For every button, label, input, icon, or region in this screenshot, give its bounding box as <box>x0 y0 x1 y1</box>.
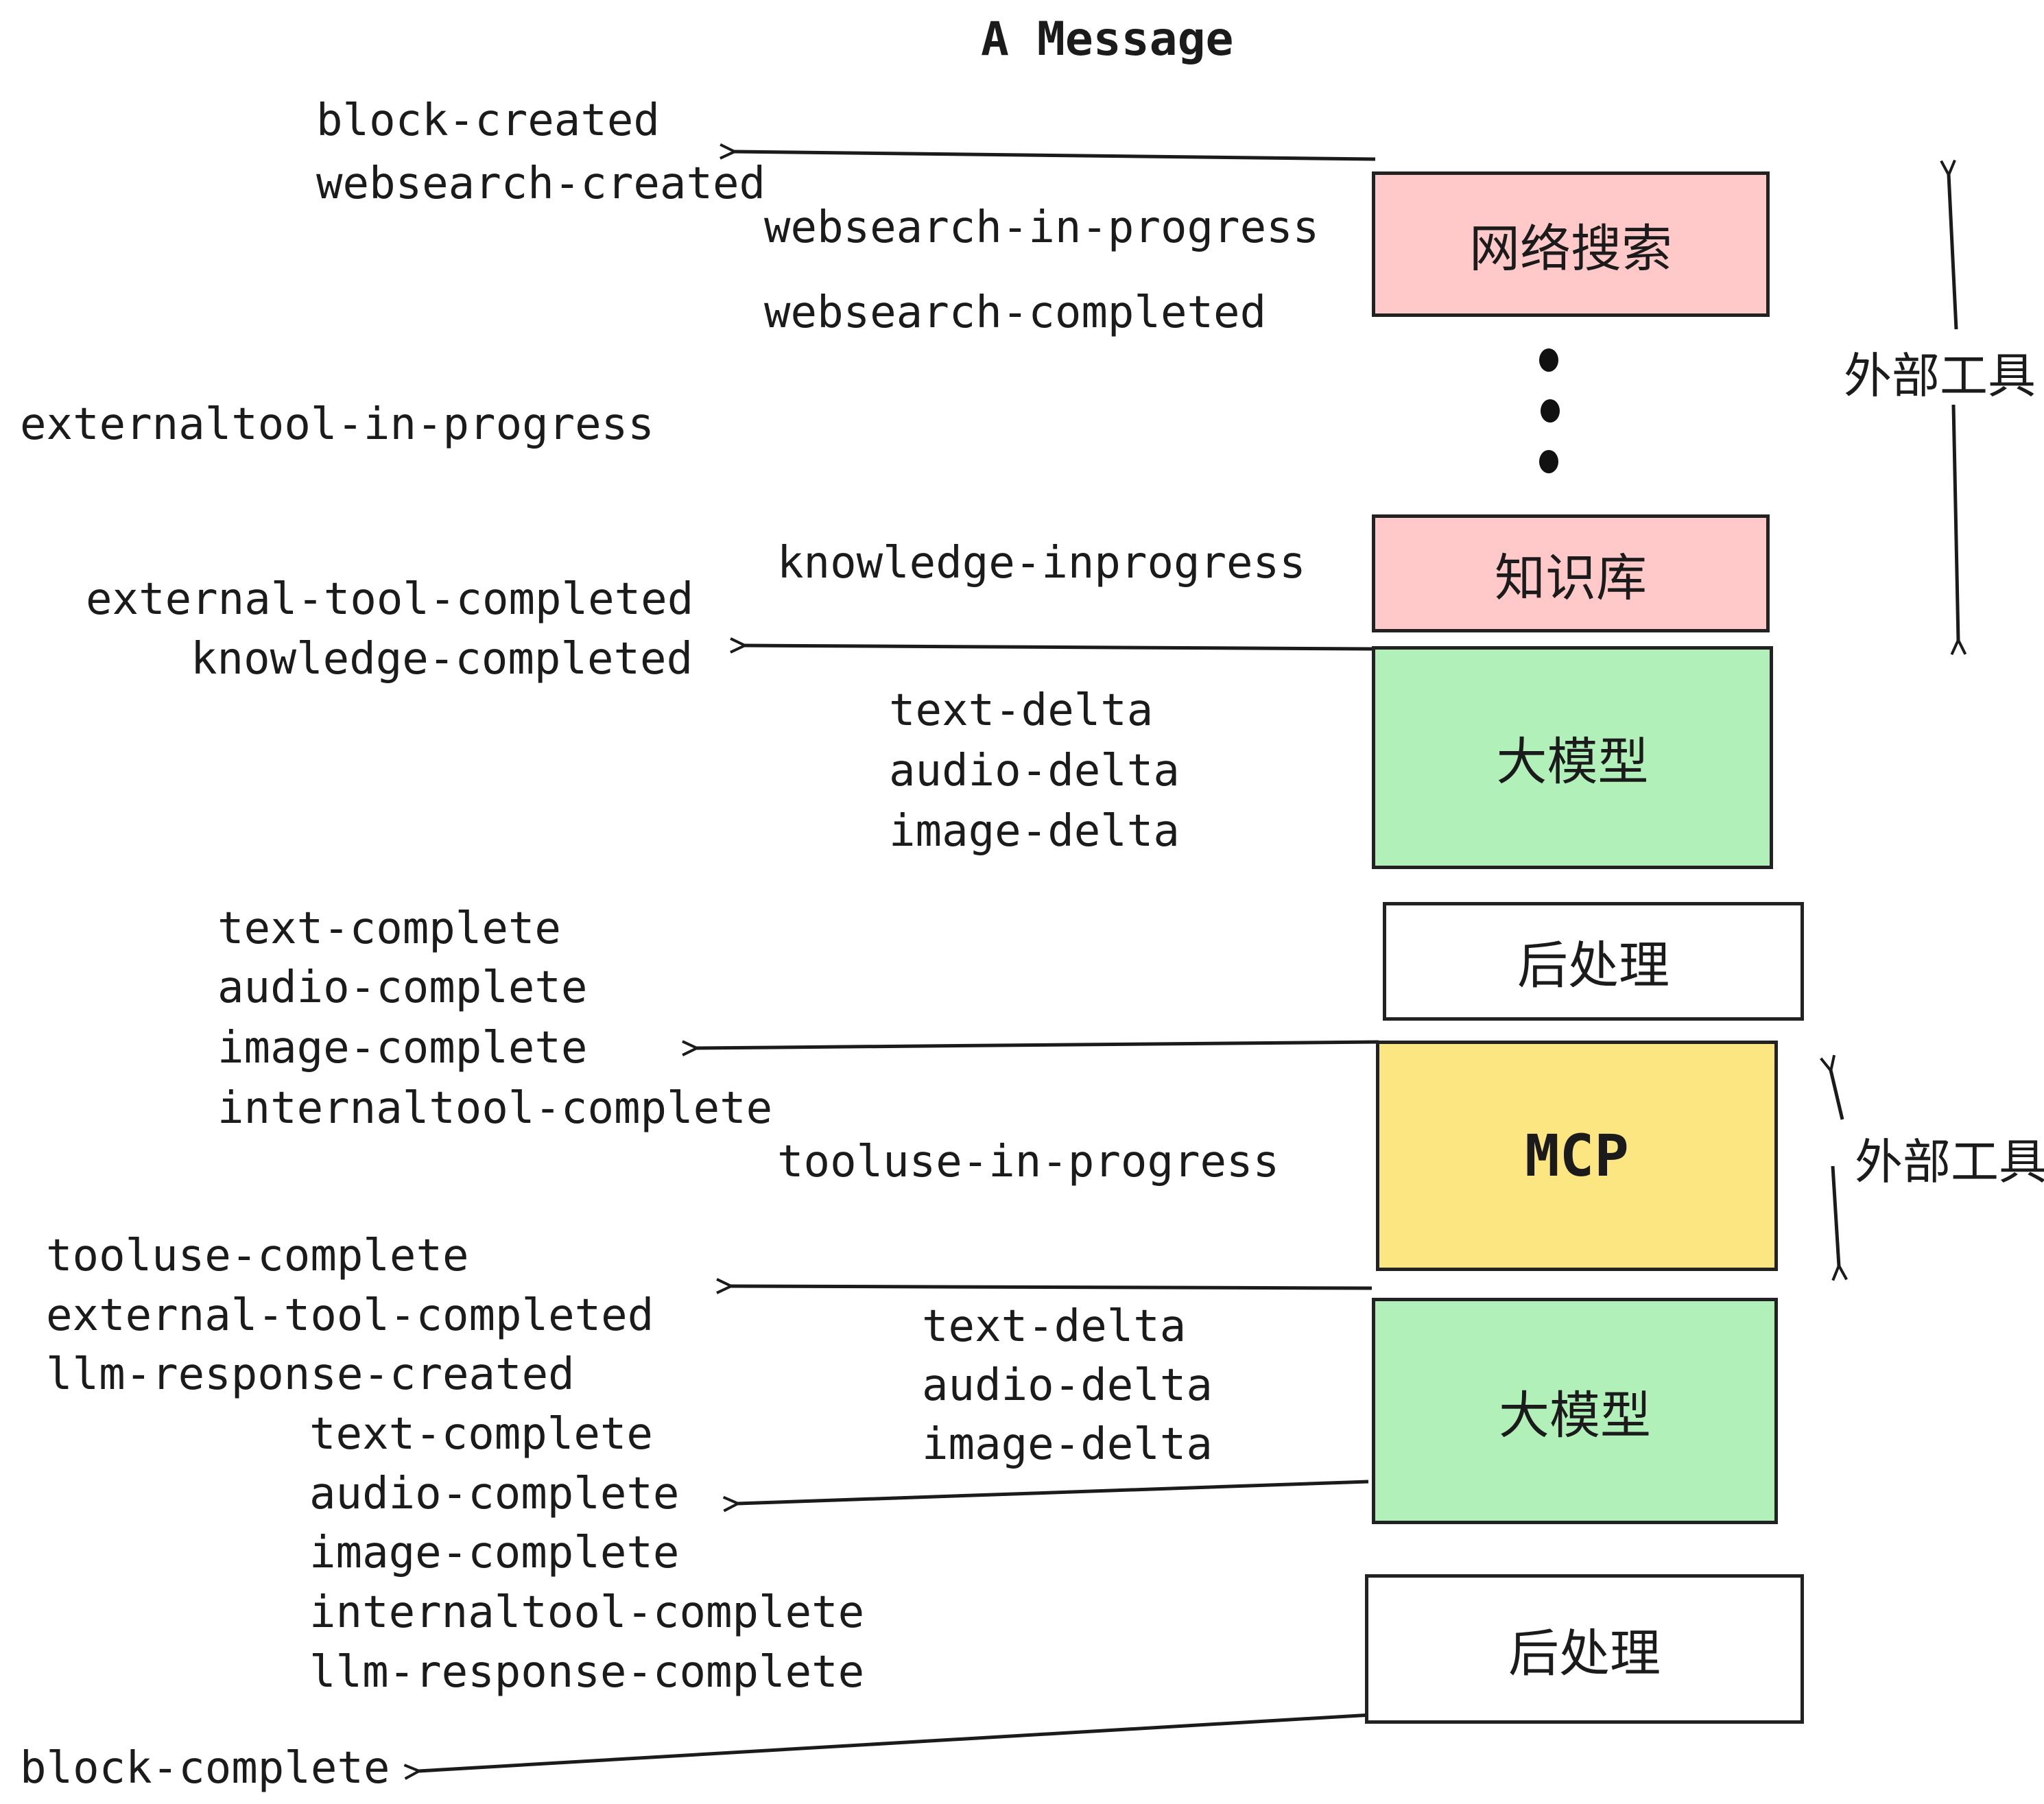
event-knowledge-completed: knowledge-completed <box>191 634 693 685</box>
event-llm-response-complete: llm-response-complete <box>309 1647 865 1698</box>
side-label-external-tools-1: 外部工具 <box>1844 348 2036 404</box>
box-llm-2: 大模型 <box>1372 1298 1778 1524</box>
event-audio-delta-1: audio-delta <box>889 746 1180 796</box>
arrow-block-complete <box>403 1713 1372 1780</box>
box-knowledge: 知识库 <box>1372 514 1770 632</box>
event-block-created: block-created <box>316 95 660 146</box>
event-knowledge-inprogress: knowledge-inprogress <box>777 538 1306 589</box>
event-websearch-created: websearch-created <box>316 158 766 209</box>
event-image-delta-2: image-delta <box>922 1419 1213 1470</box>
box-websearch: 网络搜索 <box>1372 171 1770 317</box>
event-websearch-completed: websearch-completed <box>764 287 1267 338</box>
event-text-delta-1: text-delta <box>889 685 1154 736</box>
event-externaltool-in-progress: externaltool-in-progress <box>20 399 654 450</box>
box-llm-1: 大模型 <box>1372 646 1773 869</box>
event-external-tool-completed-2: external-tool-completed <box>46 1290 654 1341</box>
arrow-tooluse-complete <box>716 1278 1372 1294</box>
event-audio-delta-2: audio-delta <box>922 1360 1213 1411</box>
box-postprocess-1: 后处理 <box>1383 902 1804 1021</box>
event-image-complete-1: image-complete <box>217 1023 588 1073</box>
arrow-audio-complete <box>722 1480 1369 1512</box>
arrow-externaltools1-down <box>1950 404 1967 656</box>
event-block-complete: block-complete <box>20 1743 390 1794</box>
event-audio-complete-2: audio-complete <box>309 1469 680 1519</box>
ellipsis-dot <box>1539 348 1558 372</box>
event-image-complete-2: image-complete <box>309 1528 680 1578</box>
event-llm-response-created: llm-response-created <box>46 1349 575 1400</box>
event-tooluse-complete: tooluse-complete <box>46 1231 469 1281</box>
arrow-externaltools2-down <box>1831 1165 1848 1281</box>
side-label-external-tools-2: 外部工具 <box>1855 1134 2044 1190</box>
arrow-externaltools1-up <box>1940 159 1958 330</box>
event-text-delta-2: text-delta <box>922 1301 1187 1352</box>
arrow-knowledge-completed <box>730 637 1372 654</box>
event-external-tool-completed-1: external-tool-completed <box>86 574 694 625</box>
arrow-websearch-created <box>720 143 1376 161</box>
arrow-externaltools2-up <box>1820 1054 1844 1120</box>
event-audio-complete-1: audio-complete <box>217 962 588 1013</box>
event-tooluse-in-progress: tooluse-in-progress <box>777 1137 1280 1187</box>
box-mcp: MCP <box>1376 1041 1778 1271</box>
ellipsis-dot <box>1539 450 1558 473</box>
event-text-complete-2: text-complete <box>309 1409 653 1460</box>
ellipsis-dot <box>1541 399 1560 423</box>
arrow-image-complete <box>682 1040 1379 1056</box>
diagram-title: A Message <box>981 12 1234 67</box>
event-websearch-in-progress: websearch-in-progress <box>764 202 1320 253</box>
event-internaltool-complete-1: internaltool-complete <box>217 1083 773 1134</box>
event-image-delta-1: image-delta <box>889 806 1180 857</box>
event-internaltool-complete-2: internaltool-complete <box>309 1587 865 1638</box>
box-postprocess-2: 后处理 <box>1365 1574 1804 1724</box>
event-text-complete-1: text-complete <box>217 903 561 954</box>
